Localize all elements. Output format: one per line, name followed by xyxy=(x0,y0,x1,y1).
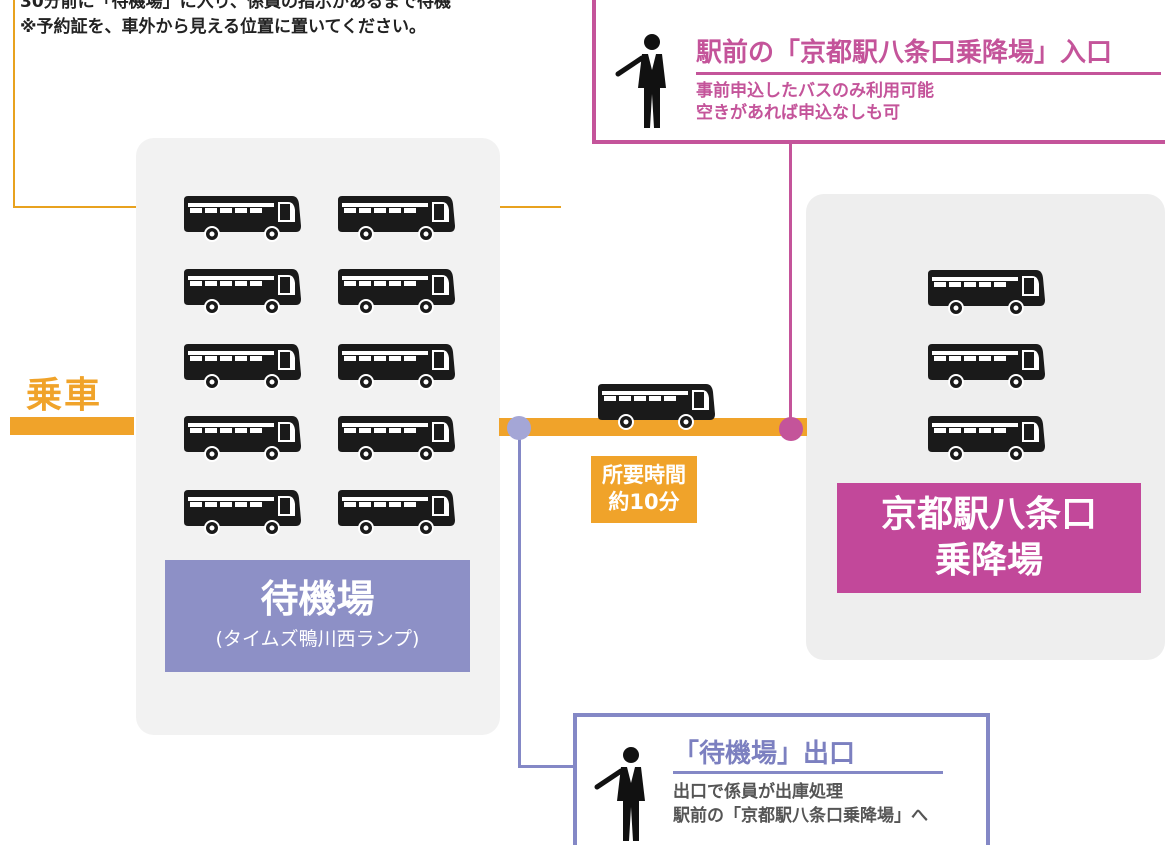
entrance-title-underline xyxy=(696,72,1161,75)
exit-leader-horizontal xyxy=(518,765,575,768)
station-label: 京都駅八条口 乗降場 xyxy=(837,483,1141,593)
exit-line-1: 出口で係員が出庫処理 xyxy=(673,782,843,802)
entrance-leader xyxy=(789,142,792,428)
travel-time-badge: 所要時間 約10分 xyxy=(591,456,697,523)
bus-icon xyxy=(180,486,303,538)
boarding-label: 乗車 xyxy=(26,375,103,416)
entrance-line-1: 事前申込したバスのみ利用可能 xyxy=(696,81,934,101)
entrance-pin xyxy=(779,417,803,441)
exit-callout: 「待機場」出口 出口で係員が出庫処理 駅前の「京都駅八条口乗降場」へ xyxy=(573,713,990,845)
travel-time-line-1: 所要時間 xyxy=(602,463,686,487)
bus-icon xyxy=(180,412,303,464)
exit-leader-vertical xyxy=(518,428,521,768)
bus-icon xyxy=(180,340,303,392)
bus-icon xyxy=(334,265,457,317)
waiting-lot-label: 待機場 (タイムズ鴨川西ランプ) xyxy=(165,560,470,672)
bus-icon xyxy=(924,412,1047,464)
entrance-line-2: 空きがあれば申込なしも可 xyxy=(696,103,900,123)
route-line-middle xyxy=(499,418,807,436)
notice-line-1: 30分前に「待機場」に入り、係員の指示があるまで待機 xyxy=(20,0,451,12)
exit-line-2: 駅前の「京都駅八条口乗降場」へ xyxy=(673,806,928,826)
notice-line-2: ※予約証を、車外から見える位置に置いてください。 xyxy=(20,17,426,37)
notice-text: 30分前に「待機場」に入り、係員の指示があるまで待機 ※予約証を、車外から見える… xyxy=(20,0,580,40)
waiting-lot-title: 待機場 xyxy=(260,577,375,621)
travel-time-line-2: 約10分 xyxy=(608,490,680,514)
station-title-line-1: 京都駅八条口 xyxy=(880,494,1097,535)
bus-icon xyxy=(334,340,457,392)
bus-icon xyxy=(180,265,303,317)
bus-icon xyxy=(334,412,457,464)
bus-icon xyxy=(334,192,457,244)
station-title-line-2: 乗降場 xyxy=(934,540,1043,581)
staff-person-icon xyxy=(591,745,653,847)
bus-icon xyxy=(334,486,457,538)
bus-icon xyxy=(180,192,303,244)
exit-pin xyxy=(507,416,531,440)
waiting-lot-subtitle: (タイムズ鴨川西ランプ) xyxy=(215,628,420,650)
bus-icon xyxy=(924,266,1047,318)
entrance-callout: 駅前の「京都駅八条口乗降場」入口 事前申込したバスのみ利用可能 空きがあれば申込… xyxy=(592,0,1165,144)
staff-person-icon xyxy=(612,32,674,134)
entrance-title: 駅前の「京都駅八条口乗降場」入口 xyxy=(696,38,1113,68)
bus-icon xyxy=(924,340,1047,392)
route-line-left xyxy=(10,417,134,435)
exit-title-underline xyxy=(673,771,943,774)
exit-title: 「待機場」出口 xyxy=(673,739,856,769)
bus-icon xyxy=(594,380,717,432)
